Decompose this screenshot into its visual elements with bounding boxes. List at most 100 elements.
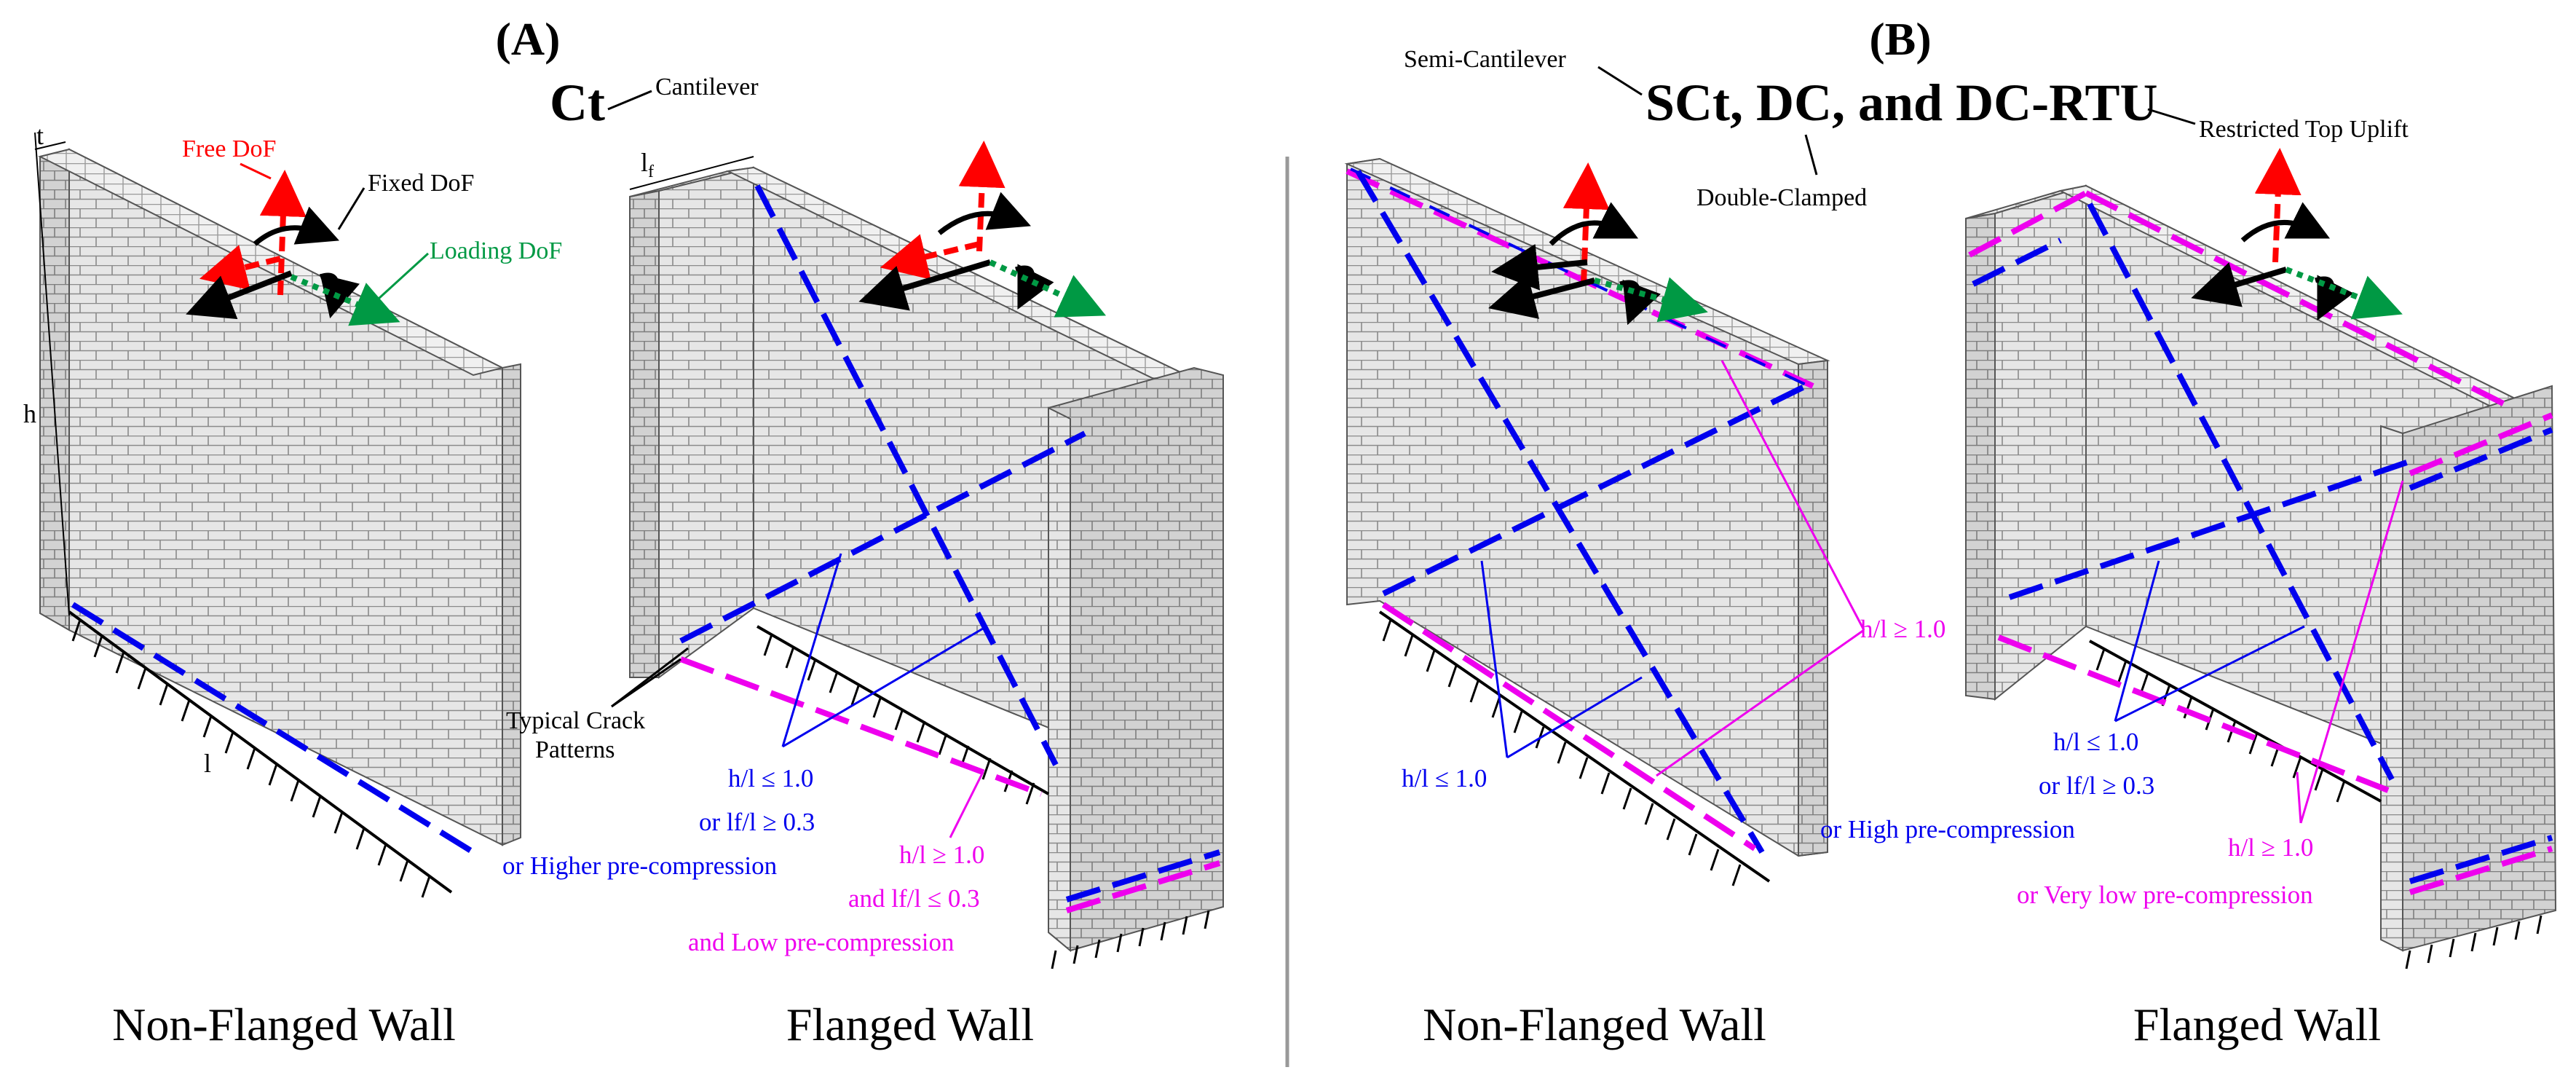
magenta-note-b-left: h/l ≥ 1.0 bbox=[1656, 360, 1945, 777]
crack-top-magenta bbox=[2085, 190, 2513, 411]
bc-double-label: Double-Clamped bbox=[1696, 184, 1867, 211]
bc-leader-line bbox=[607, 90, 652, 111]
left-magenta-note: h/l ≥ 1.0 bbox=[1860, 615, 1945, 643]
crack-flange-magenta bbox=[1065, 860, 1221, 913]
blue-note-2: or lf/l ≥ 0.3 bbox=[699, 808, 815, 836]
dim-h: h bbox=[23, 399, 36, 428]
free-dof-arrow bbox=[2254, 148, 2302, 263]
magenta-note-2: or Very low pre-compression bbox=[2017, 881, 2313, 909]
blue-note-1: h/l ≤ 1.0 bbox=[728, 764, 813, 792]
loading-dof-label: Loading DoF bbox=[430, 237, 562, 264]
flange-right-edge bbox=[1048, 406, 1071, 953]
crack-flange-magenta-bottom bbox=[2409, 846, 2553, 895]
crack-top-magenta-flange bbox=[1968, 190, 2087, 258]
crack-flange-magenta-top bbox=[2409, 412, 2553, 476]
dim-lf: lf bbox=[641, 148, 654, 181]
free-dof-arrow bbox=[1562, 162, 1610, 285]
fixed-dof-rotation-2 bbox=[1619, 279, 1662, 326]
fixed-dof-rotation-2 bbox=[1015, 264, 1054, 310]
panel-a-bc-name: Cantilever bbox=[655, 74, 759, 101]
panel-a-label: (A) bbox=[496, 13, 561, 65]
flange-left-front bbox=[1994, 184, 2087, 701]
free-dof-leader bbox=[240, 162, 272, 180]
crack-top-magenta bbox=[1346, 168, 1814, 389]
fixed-dof-arrow bbox=[858, 259, 992, 311]
bc-semi-leader bbox=[1597, 66, 1643, 96]
base-support-line bbox=[1378, 610, 1771, 883]
free-dof-label: Free DoF bbox=[182, 135, 276, 162]
bc-double-leader bbox=[1804, 134, 1818, 176]
crack-diagonal-blue bbox=[1355, 169, 1765, 854]
fixed-dof-label: Fixed DoF bbox=[368, 170, 474, 197]
magenta-notes-a: h/l ≥ 1.0 and lf/l ≤ 0.3 and Low pre-com… bbox=[688, 771, 984, 956]
flange-right-face bbox=[2402, 385, 2557, 952]
base-support-line bbox=[68, 610, 453, 894]
blue-note-3: or High pre-compression bbox=[1820, 815, 2075, 843]
dim-t-line bbox=[34, 141, 66, 150]
fixed-dof-rotation-2 bbox=[2315, 275, 2354, 321]
free-dof-arrow bbox=[259, 170, 307, 296]
bc-restricted-label: Restricted Top Uplift bbox=[2199, 116, 2409, 143]
blue-note-3: or Higher pre-compression bbox=[502, 851, 777, 880]
panel-b-bc-code: SCt, DC, and DC-RTU bbox=[1645, 74, 2158, 132]
blue-notes-b: h/l ≤ 1.0 or lf/l ≥ 0.3 or High pre-comp… bbox=[1820, 560, 2305, 843]
magenta-note-3: and Low pre-compression bbox=[688, 928, 954, 956]
fixed-dof-arrow-2 bbox=[1491, 243, 1588, 291]
crack-diagonal-blue-2 bbox=[2008, 456, 2419, 600]
blue-note-1: h/l ≤ 1.0 bbox=[2053, 728, 2138, 756]
crack-label-leader-2 bbox=[611, 658, 681, 708]
fixed-dof-arrow bbox=[186, 270, 293, 320]
crack-line-blue bbox=[71, 602, 475, 855]
caption-a-left: Non-Flanged Wall bbox=[112, 999, 456, 1050]
free-dof-arrow-lateral bbox=[880, 234, 980, 280]
crack-base-magenta bbox=[1997, 634, 2390, 793]
wall-end-face bbox=[1798, 359, 1828, 857]
dim-lf-line bbox=[629, 156, 754, 190]
caption-b-right: Flanged Wall bbox=[2133, 999, 2381, 1050]
left-blue-note: h/l ≤ 1.0 bbox=[1402, 764, 1487, 792]
base-hatch bbox=[71, 619, 431, 898]
fixed-dof-leader bbox=[337, 187, 366, 230]
panel-a: (A) Ct Cantilever t h bbox=[23, 13, 1224, 1050]
flange-right-edge bbox=[2380, 425, 2403, 952]
crack-diagonal-blue-2 bbox=[679, 430, 1086, 644]
fixed-dof-rotation bbox=[1549, 202, 1639, 246]
fixed-dof-arrow bbox=[1488, 273, 1596, 319]
loading-dof-arrow bbox=[989, 259, 1107, 318]
wall-b-nonflanged bbox=[1344, 157, 1830, 886]
magenta-notes-b: h/l ≥ 1.0 or Very low pre-compression bbox=[2017, 480, 2404, 909]
flange-left-side bbox=[1965, 212, 1996, 701]
blue-notes-a: h/l ≤ 1.0 or lf/l ≥ 0.3 or Higher pre-co… bbox=[502, 553, 987, 880]
flange-left-front bbox=[658, 166, 754, 679]
crack-base-magenta bbox=[1381, 602, 1757, 851]
panel-b-label: (B) bbox=[1869, 13, 1931, 65]
free-dof-arrow-lateral bbox=[199, 245, 281, 291]
magenta-note-1: h/l ≥ 1.0 bbox=[899, 841, 984, 869]
wall-b-flanged bbox=[1965, 148, 2557, 969]
loading-dof-arrow bbox=[290, 274, 400, 326]
crack-diagonal-blue bbox=[754, 184, 1059, 766]
loading-dof-arrow bbox=[2285, 267, 2403, 320]
crack-label-line2: Patterns bbox=[535, 736, 615, 763]
magenta-note-2: and lf/l ≤ 0.3 bbox=[848, 884, 980, 913]
fixed-dof-rotation bbox=[253, 206, 340, 246]
fixed-dof-arrow bbox=[2191, 262, 2288, 307]
panel-a-bc-code: Ct bbox=[550, 74, 605, 132]
dim-h-line bbox=[34, 132, 70, 616]
crack-diagonal-blue-2 bbox=[1382, 383, 1807, 597]
loading-dof-leader bbox=[377, 252, 430, 300]
bc-semi-label: Semi-Cantilever bbox=[1404, 46, 1567, 73]
wall-a-flanged: lf bbox=[629, 141, 1224, 969]
crack-flange-blue-bottom bbox=[2409, 835, 2553, 884]
flange-left-side bbox=[629, 189, 660, 678]
wall-a-nonflanged: t h l Free DoF Fixed DoF Loading DoF bbox=[23, 121, 562, 898]
dim-t: t bbox=[36, 121, 44, 150]
caption-b-left: Non-Flanged Wall bbox=[1423, 999, 1766, 1050]
wall-end-face bbox=[502, 363, 521, 846]
dim-l: l bbox=[204, 749, 211, 778]
crack-base-magenta bbox=[679, 656, 1043, 797]
blue-note-b-left: h/l ≤ 1.0 bbox=[1402, 560, 1643, 792]
loading-dof-arrow bbox=[1593, 277, 1708, 323]
free-dof-arrow bbox=[958, 141, 1005, 252]
